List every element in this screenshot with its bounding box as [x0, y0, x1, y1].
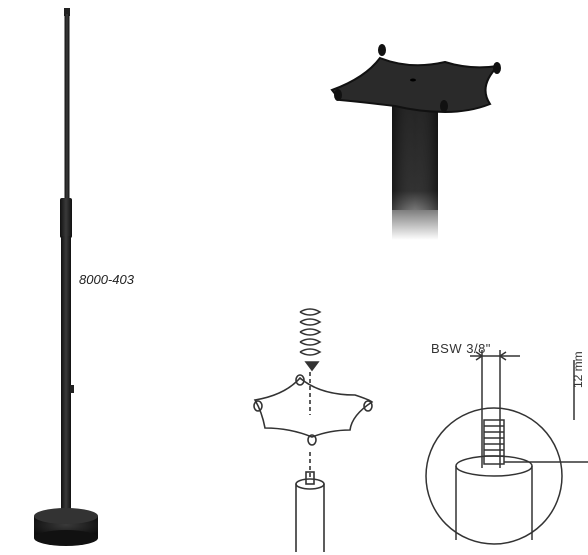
model-number-label: 8000-403 — [79, 272, 134, 287]
dimension-label: 12 mm — [571, 351, 585, 388]
thread-size-label: BSW 3/8" — [431, 341, 491, 356]
